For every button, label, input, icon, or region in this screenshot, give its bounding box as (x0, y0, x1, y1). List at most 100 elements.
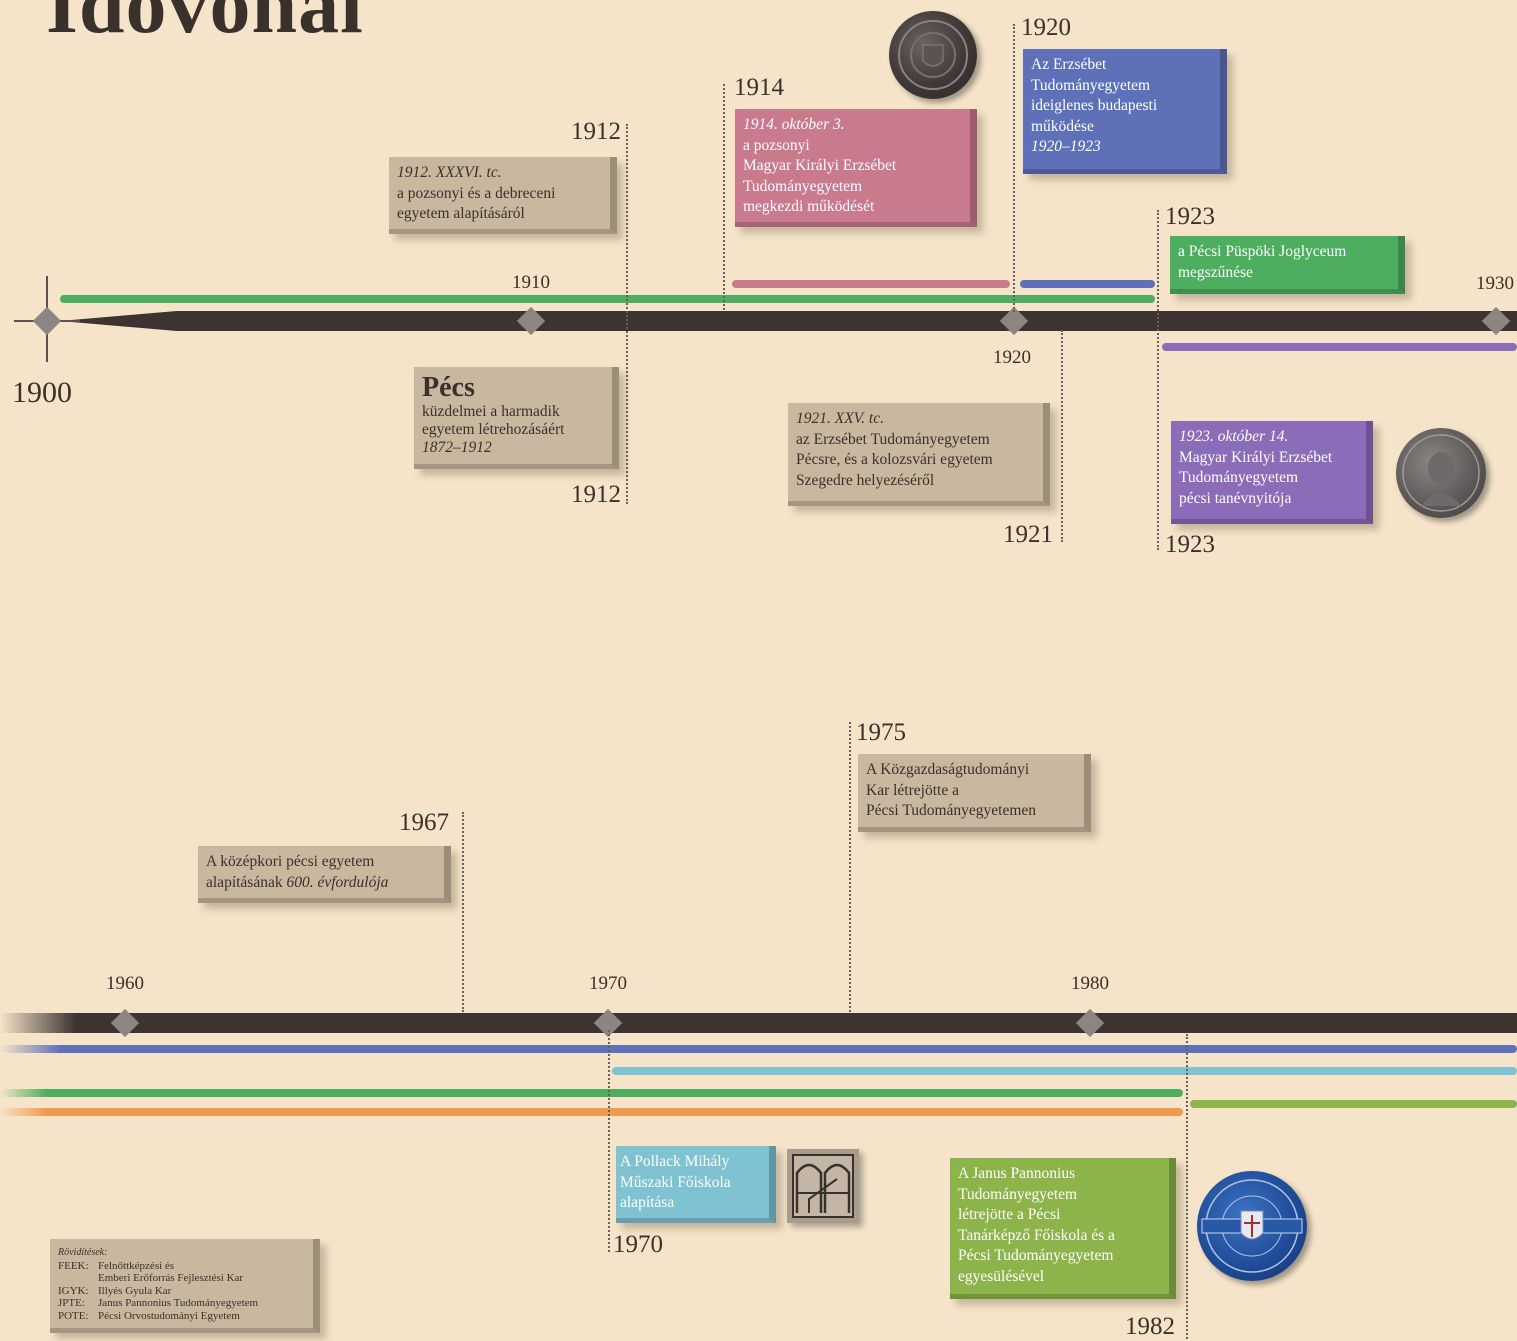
legend-heading: Rövidítések: (58, 1247, 108, 1258)
legend-row: POTE:Pécsi Orvostudományi Egyetem (58, 1310, 305, 1323)
marker-year-1970: 1970 (613, 1231, 663, 1258)
lime-period-stripe (1190, 1100, 1517, 1108)
marker-line-1921 (1061, 330, 1063, 542)
marker-line-1982 (1186, 1034, 1188, 1339)
abbreviations-legend: Rövidítések: FEEK: Felnőttképzési és Embe… (50, 1239, 320, 1333)
event-line: a pozsonyi (743, 136, 810, 154)
event-line: Tanárképző Főiskola és a (958, 1226, 1115, 1244)
green-period-stripe (60, 295, 1155, 303)
purple-period-stripe (1162, 343, 1517, 351)
timeline-axis-bottom (0, 1013, 1517, 1033)
legend-row: Emberi Erőforrás Fejlesztési Kar (58, 1272, 305, 1285)
tick-diamond-1900 (32, 306, 62, 336)
marker-year-1923-top: 1923 (1165, 203, 1215, 230)
tick-label-1930: 1930 (1476, 273, 1514, 294)
event-box-1912-law: 1912. XXXVI. tc. a pozsonyi és a debrece… (389, 157, 617, 234)
event-line: Szegedre helyezéséről (796, 471, 935, 489)
legend-row: IGYK: Illyés Gyula Kar (58, 1285, 305, 1298)
event-line: a Pécsi Püspöki Joglyceum (1178, 243, 1347, 260)
marker-year-1982: 1982 (1125, 1313, 1175, 1340)
seal-medallion-icon (889, 11, 977, 99)
marker-line-1914 (723, 84, 725, 310)
marker-year-1912-top: 1912 (571, 118, 621, 145)
event-heading: Pécs (422, 372, 475, 403)
legend-row: JPTE: Janus Pannonius Tudományegyetem (58, 1297, 305, 1310)
pink-period-stripe (732, 280, 1010, 288)
marker-year-1912-bottom: 1912 (571, 481, 621, 508)
event-line: küzdelmei a harmadik (422, 403, 560, 420)
event-line: az Erzsébet Tudományegyetem (796, 430, 990, 448)
event-line: Tudományegyetem (743, 177, 863, 195)
event-line: Az Erzsébet (1031, 56, 1107, 73)
marker-line-1923 (1157, 210, 1159, 550)
marker-year-1921: 1921 (1003, 521, 1053, 548)
legend-key: IGYK: (58, 1284, 89, 1297)
event-box-1920: Az Erzsébet Tudományegyetem ideiglenes b… (1023, 49, 1227, 174)
event-line: Tudományegyetem (1179, 469, 1299, 486)
tick-label-1910: 1910 (512, 272, 550, 293)
orange-period-stripe (0, 1108, 1183, 1116)
event-line: Tudományegyetem (1031, 76, 1151, 94)
pollack-logo-icon (787, 1149, 859, 1223)
cyan-period-stripe (612, 1067, 1517, 1075)
legend-value: Illyés Gyula Kar (98, 1284, 172, 1297)
legend-key: JPTE: (58, 1297, 85, 1309)
marker-line-1912 (626, 124, 628, 504)
event-line: Pécsi Tudományegyetemen (866, 802, 1037, 819)
event-box-1970: A Pollack Mihály Műszaki Főiskola alapít… (616, 1146, 776, 1223)
event-line: alapításának (206, 873, 287, 891)
event-line: egyetem létrehozásáért (422, 421, 565, 438)
marker-year-1967: 1967 (399, 809, 449, 836)
event-box-1914: 1914. október 3. a pozsonyi Magyar Királ… (735, 109, 977, 227)
marker-line-1967 (462, 812, 464, 1012)
marker-year-1920: 1920 (1021, 14, 1071, 41)
blue-period-stripe (1020, 280, 1155, 288)
event-line: megkezdi működését (743, 198, 875, 215)
event-line: megszűnése (1178, 263, 1253, 281)
legend-value: Emberi Erőforrás Fejlesztési Kar (98, 1272, 244, 1284)
legend-value: Pécsi Orvostudományi Egyetem (98, 1309, 240, 1322)
event-line: Tudományegyetem (958, 1185, 1078, 1203)
event-line: a pozsonyi és a debreceni (397, 184, 556, 202)
marker-line-1970 (608, 1030, 610, 1252)
event-line: pécsi tanévnyitója (1179, 489, 1292, 507)
event-line: működése (1031, 117, 1094, 135)
event-line: 1872–1912 (422, 439, 492, 456)
event-line: Pécsi Tudományegyetem (958, 1247, 1114, 1264)
page-title: Idővonal (46, 0, 364, 50)
event-box-1923-joglyceum: a Pécsi Püspöki Joglyceum megszűnése (1170, 236, 1405, 294)
tick-label-1920: 1920 (993, 347, 1031, 368)
event-line: 1921. XXV. tc. (796, 410, 884, 427)
marker-year-1975: 1975 (856, 719, 906, 746)
event-line: A Pollack Mihály (620, 1153, 730, 1170)
legend-key (58, 1272, 98, 1285)
marker-line-1975 (849, 722, 851, 1012)
marker-year-1914: 1914 (734, 74, 784, 101)
legend-value: Janus Pannonius Tudományegyetem (98, 1297, 259, 1309)
marker-year-1923-bottom: 1923 (1165, 531, 1215, 558)
event-line: alapítása (620, 1194, 675, 1211)
marker-line-1920 (1013, 24, 1015, 312)
event-line: Magyar Királyi Erzsébet (1179, 448, 1333, 466)
event-line: A középkori pécsi egyetem (206, 853, 375, 870)
event-box-1982: A Janus Pannonius Tudományegyetem létrej… (950, 1158, 1176, 1299)
green-period-stripe-bottom (0, 1089, 1183, 1097)
event-line: ideiglenes budapesti (1031, 97, 1158, 114)
event-box-1967: A középkori pécsi egyetem alapításának 6… (198, 846, 451, 903)
event-line-italic: 600. évfordulója (286, 873, 389, 891)
legend-value: Felnőttképzési és (98, 1259, 175, 1272)
tick-label-1970: 1970 (589, 973, 627, 994)
legend-key: FEEK: (58, 1259, 89, 1272)
event-line: Kar létrejötte a (866, 781, 959, 799)
event-line: 1914. október 3. (743, 116, 845, 133)
event-line: A Közgazdaságtudományi (866, 761, 1030, 778)
event-line: Magyar Királyi Erzsébet (743, 157, 897, 174)
event-line: egyesülésével (958, 1267, 1045, 1285)
event-box-1921-law: 1921. XXV. tc. az Erzsébet Tudományegyet… (788, 403, 1050, 506)
event-box-pecs: Pécs küzdelmei a harmadik egyetem létreh… (414, 367, 619, 469)
event-box-1975: A Közgazdaságtudományi Kar létrejötte a … (858, 754, 1091, 832)
event-line: A Janus Pannonius (958, 1165, 1076, 1182)
event-line: Műszaki Főiskola (620, 1173, 731, 1191)
event-line: egyetem alapításáról (397, 205, 525, 222)
jpte-seal-icon (1197, 1171, 1307, 1281)
